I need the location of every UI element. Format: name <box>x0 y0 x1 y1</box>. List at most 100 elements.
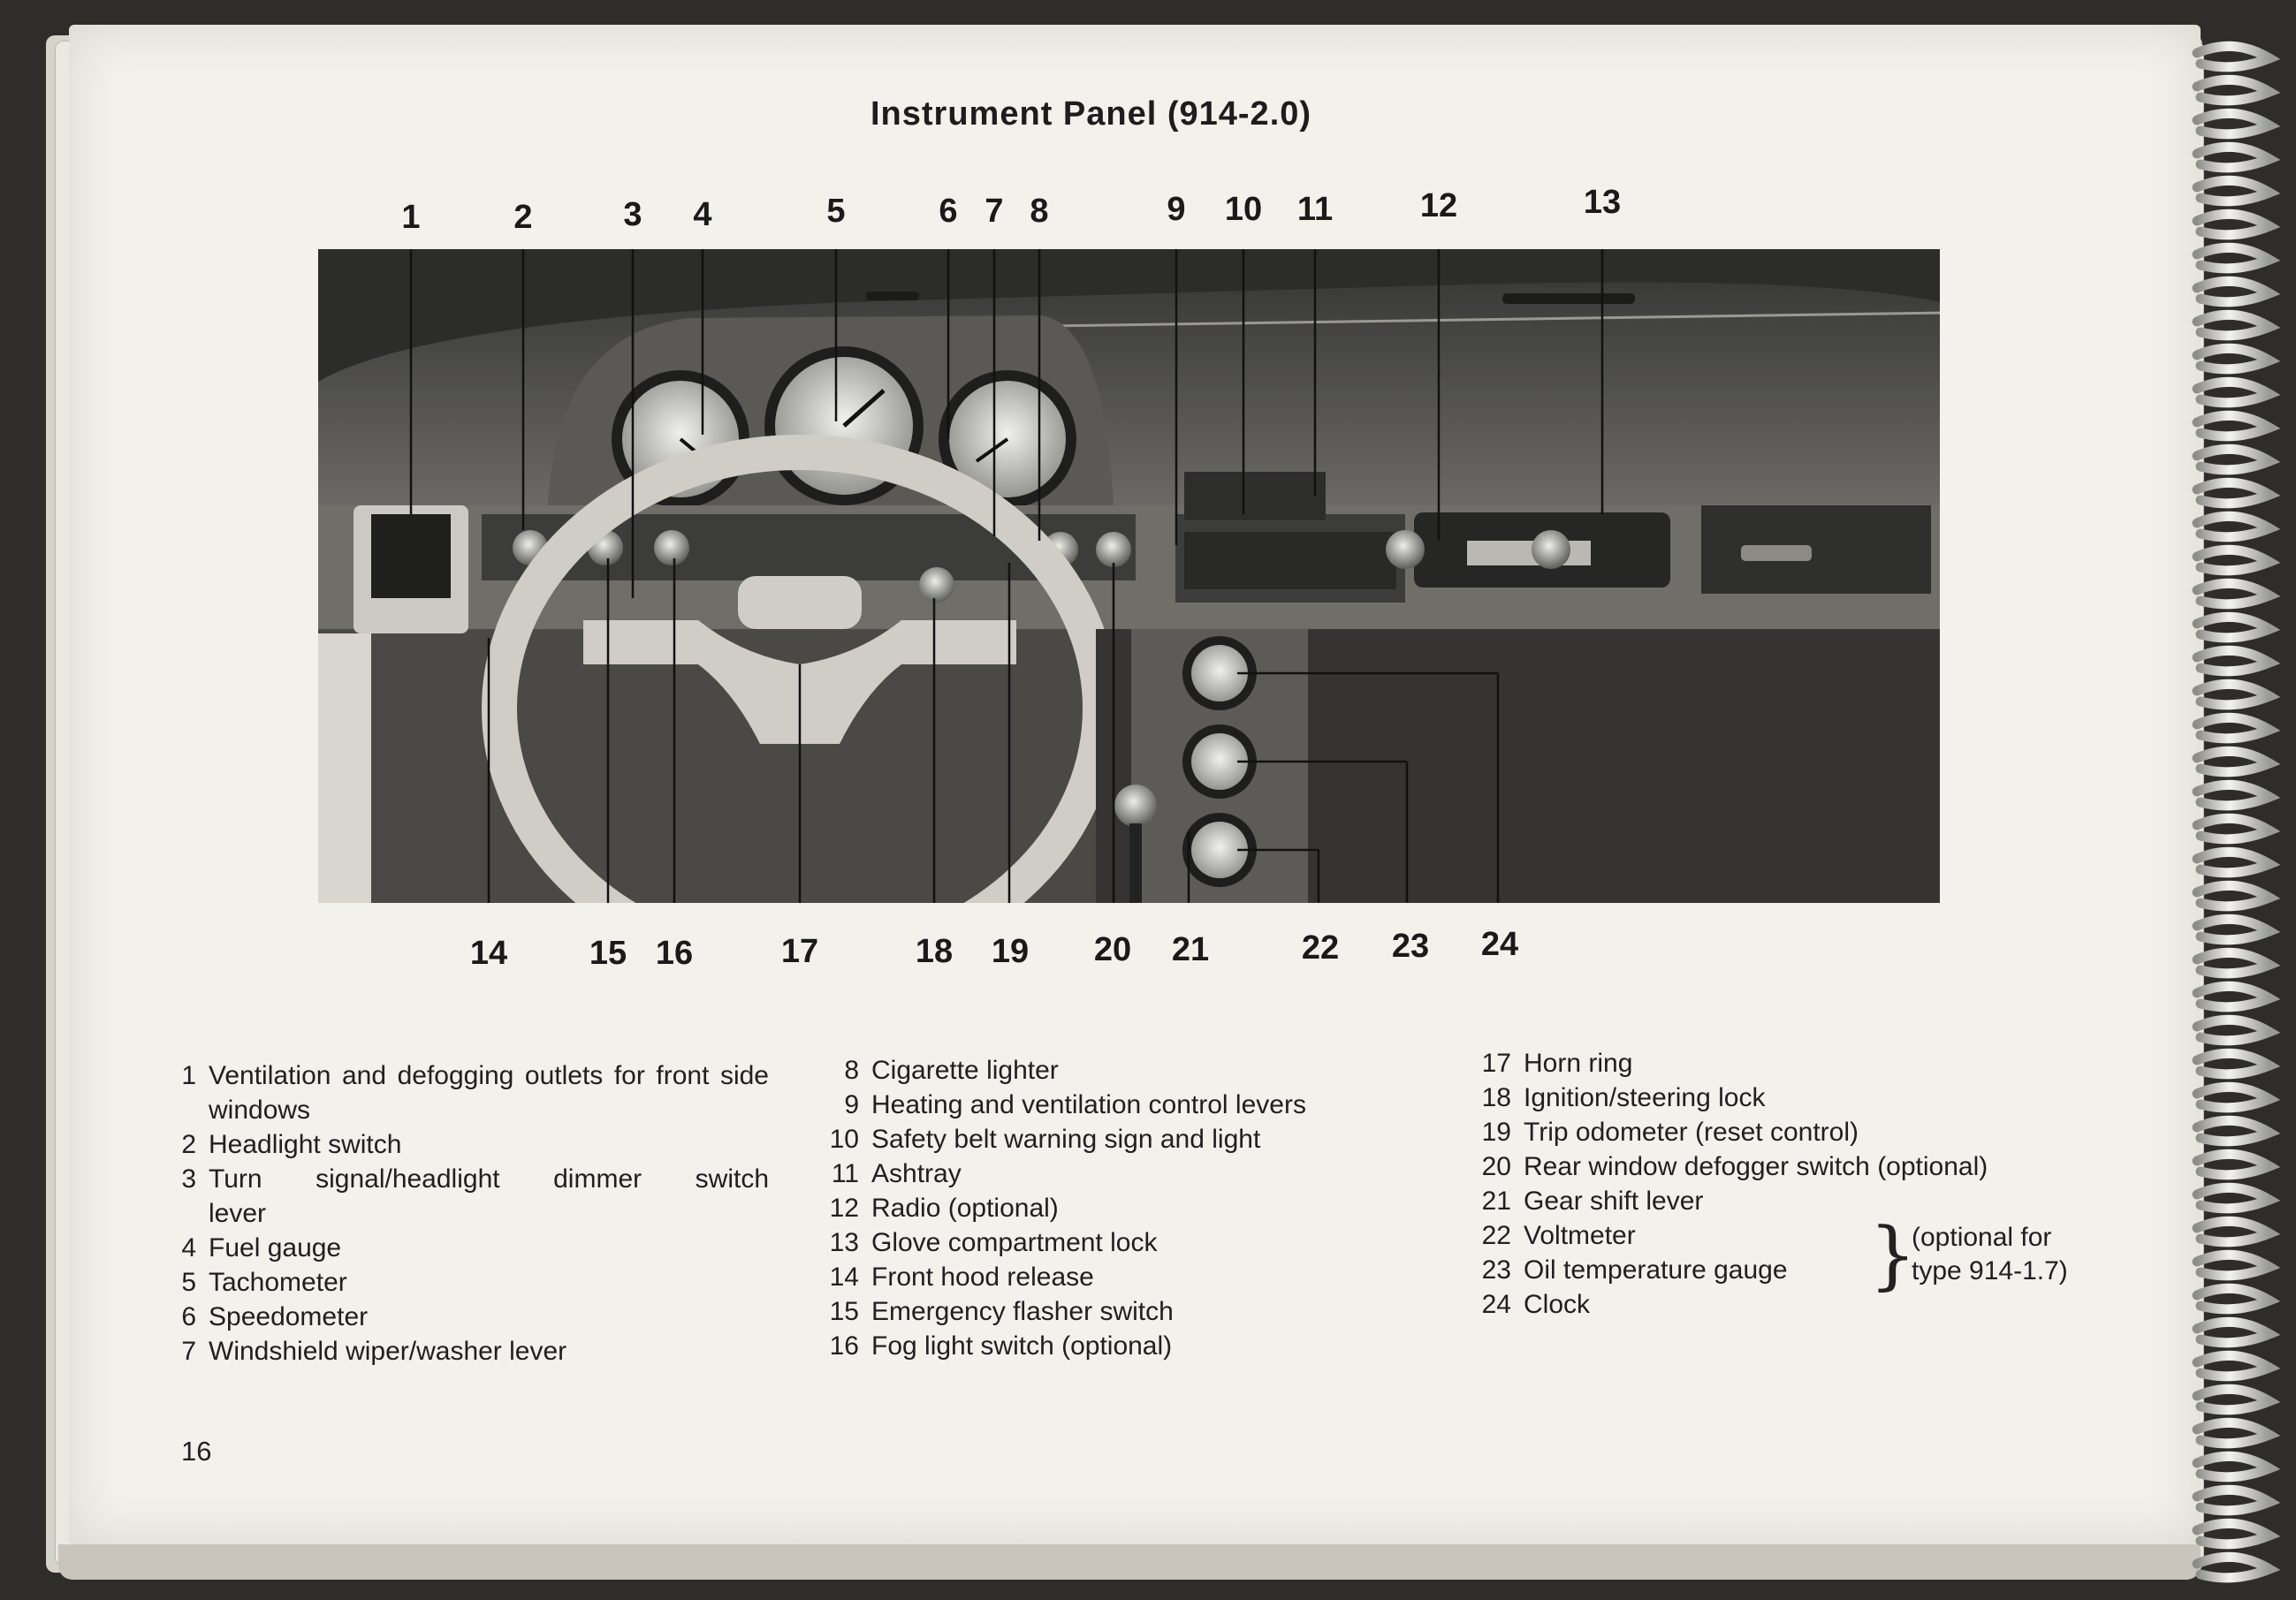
spiral-coil <box>2192 1249 2281 1281</box>
spiral-coil <box>2192 41 2281 72</box>
callout-24: 24 <box>1480 926 1519 963</box>
callout-13: 13 <box>1583 184 1622 221</box>
callout-22: 22 <box>1301 929 1340 967</box>
callout-10: 10 <box>1224 191 1263 228</box>
callout-19: 19 <box>991 933 1030 970</box>
spiral-coil <box>2192 544 2281 576</box>
brace-icon: } <box>1869 1211 1917 1298</box>
spiral-coil <box>2192 947 2281 979</box>
callout-7: 7 <box>985 193 1004 230</box>
callout-2: 2 <box>513 199 533 236</box>
callout-18: 18 <box>915 933 954 970</box>
spiral-coil <box>2192 1484 2281 1516</box>
spiral-coil <box>2192 1182 2281 1214</box>
spiral-coil <box>2192 1014 2281 1046</box>
spiral-coil <box>2192 679 2281 710</box>
spiral-coil <box>2192 444 2281 475</box>
spiral-coil <box>2192 1350 2281 1382</box>
spiral-coil <box>2192 276 2281 307</box>
spiral-coil <box>2192 914 2281 945</box>
page-number: 16 <box>181 1436 212 1467</box>
spiral-coil <box>2192 981 2281 1012</box>
spiral-coil <box>2192 209 2281 240</box>
spiral-coil <box>2192 779 2281 811</box>
callout-8: 8 <box>1030 193 1049 230</box>
callout-15: 15 <box>589 935 627 972</box>
spiral-coil <box>2192 1417 2281 1449</box>
callout-1: 1 <box>401 199 421 236</box>
spiral-coil <box>2192 1518 2281 1550</box>
callout-20: 20 <box>1093 931 1132 968</box>
callout-12: 12 <box>1419 187 1458 224</box>
spiral-coil <box>2192 1081 2281 1113</box>
callout-14: 14 <box>469 935 508 972</box>
spiral-coil <box>2192 1551 2281 1583</box>
spiral-coil <box>2192 1115 2281 1147</box>
spiral-coil <box>2192 477 2281 509</box>
spiral-coil <box>2192 1451 2281 1482</box>
spiral-coil <box>2192 242 2281 274</box>
spiral-coil <box>2192 611 2281 643</box>
spiral-coil <box>2192 1048 2281 1080</box>
spiral-coil <box>2192 376 2281 408</box>
spiral-coil <box>2192 645 2281 677</box>
spiral-coil <box>2192 746 2281 777</box>
optional-note: (optional for type 914-1.7) <box>1912 1223 2068 1285</box>
spiral-coil <box>2192 511 2281 542</box>
callout-16: 16 <box>655 935 694 972</box>
spiral-coil <box>2192 141 2281 173</box>
callout-11: 11 <box>1296 191 1334 228</box>
callout-21: 21 <box>1171 931 1210 968</box>
callout-17: 17 <box>780 933 819 970</box>
spiral-coil <box>2192 813 2281 845</box>
spiral-coil <box>2192 175 2281 207</box>
spiral-coil <box>2192 1283 2281 1315</box>
spiral-coil <box>2192 343 2281 375</box>
spiral-coil <box>2192 108 2281 140</box>
spiral-coil <box>2192 846 2281 878</box>
callout-23: 23 <box>1391 928 1430 965</box>
spiral-coil <box>2192 1384 2281 1415</box>
spiral-coil <box>2192 1149 2281 1180</box>
callout-6: 6 <box>939 193 958 230</box>
page-title: Instrument Panel (914-2.0) <box>871 95 1312 133</box>
spiral-coil <box>2192 410 2281 442</box>
callout-4: 4 <box>693 196 712 233</box>
dashboard-photo <box>318 249 1940 903</box>
spiral-coil <box>2192 578 2281 610</box>
callout-9: 9 <box>1167 191 1186 228</box>
spiral-coil <box>2192 712 2281 744</box>
spiral-binding <box>2192 41 2281 1583</box>
spiral-coil <box>2192 1216 2281 1247</box>
spiral-coil <box>2192 880 2281 912</box>
spiral-coil <box>2192 1316 2281 1348</box>
spiral-coil <box>2192 74 2281 106</box>
page-stack-edge <box>58 1544 2201 1580</box>
callout-3: 3 <box>623 196 642 233</box>
spiral-coil <box>2192 309 2281 341</box>
